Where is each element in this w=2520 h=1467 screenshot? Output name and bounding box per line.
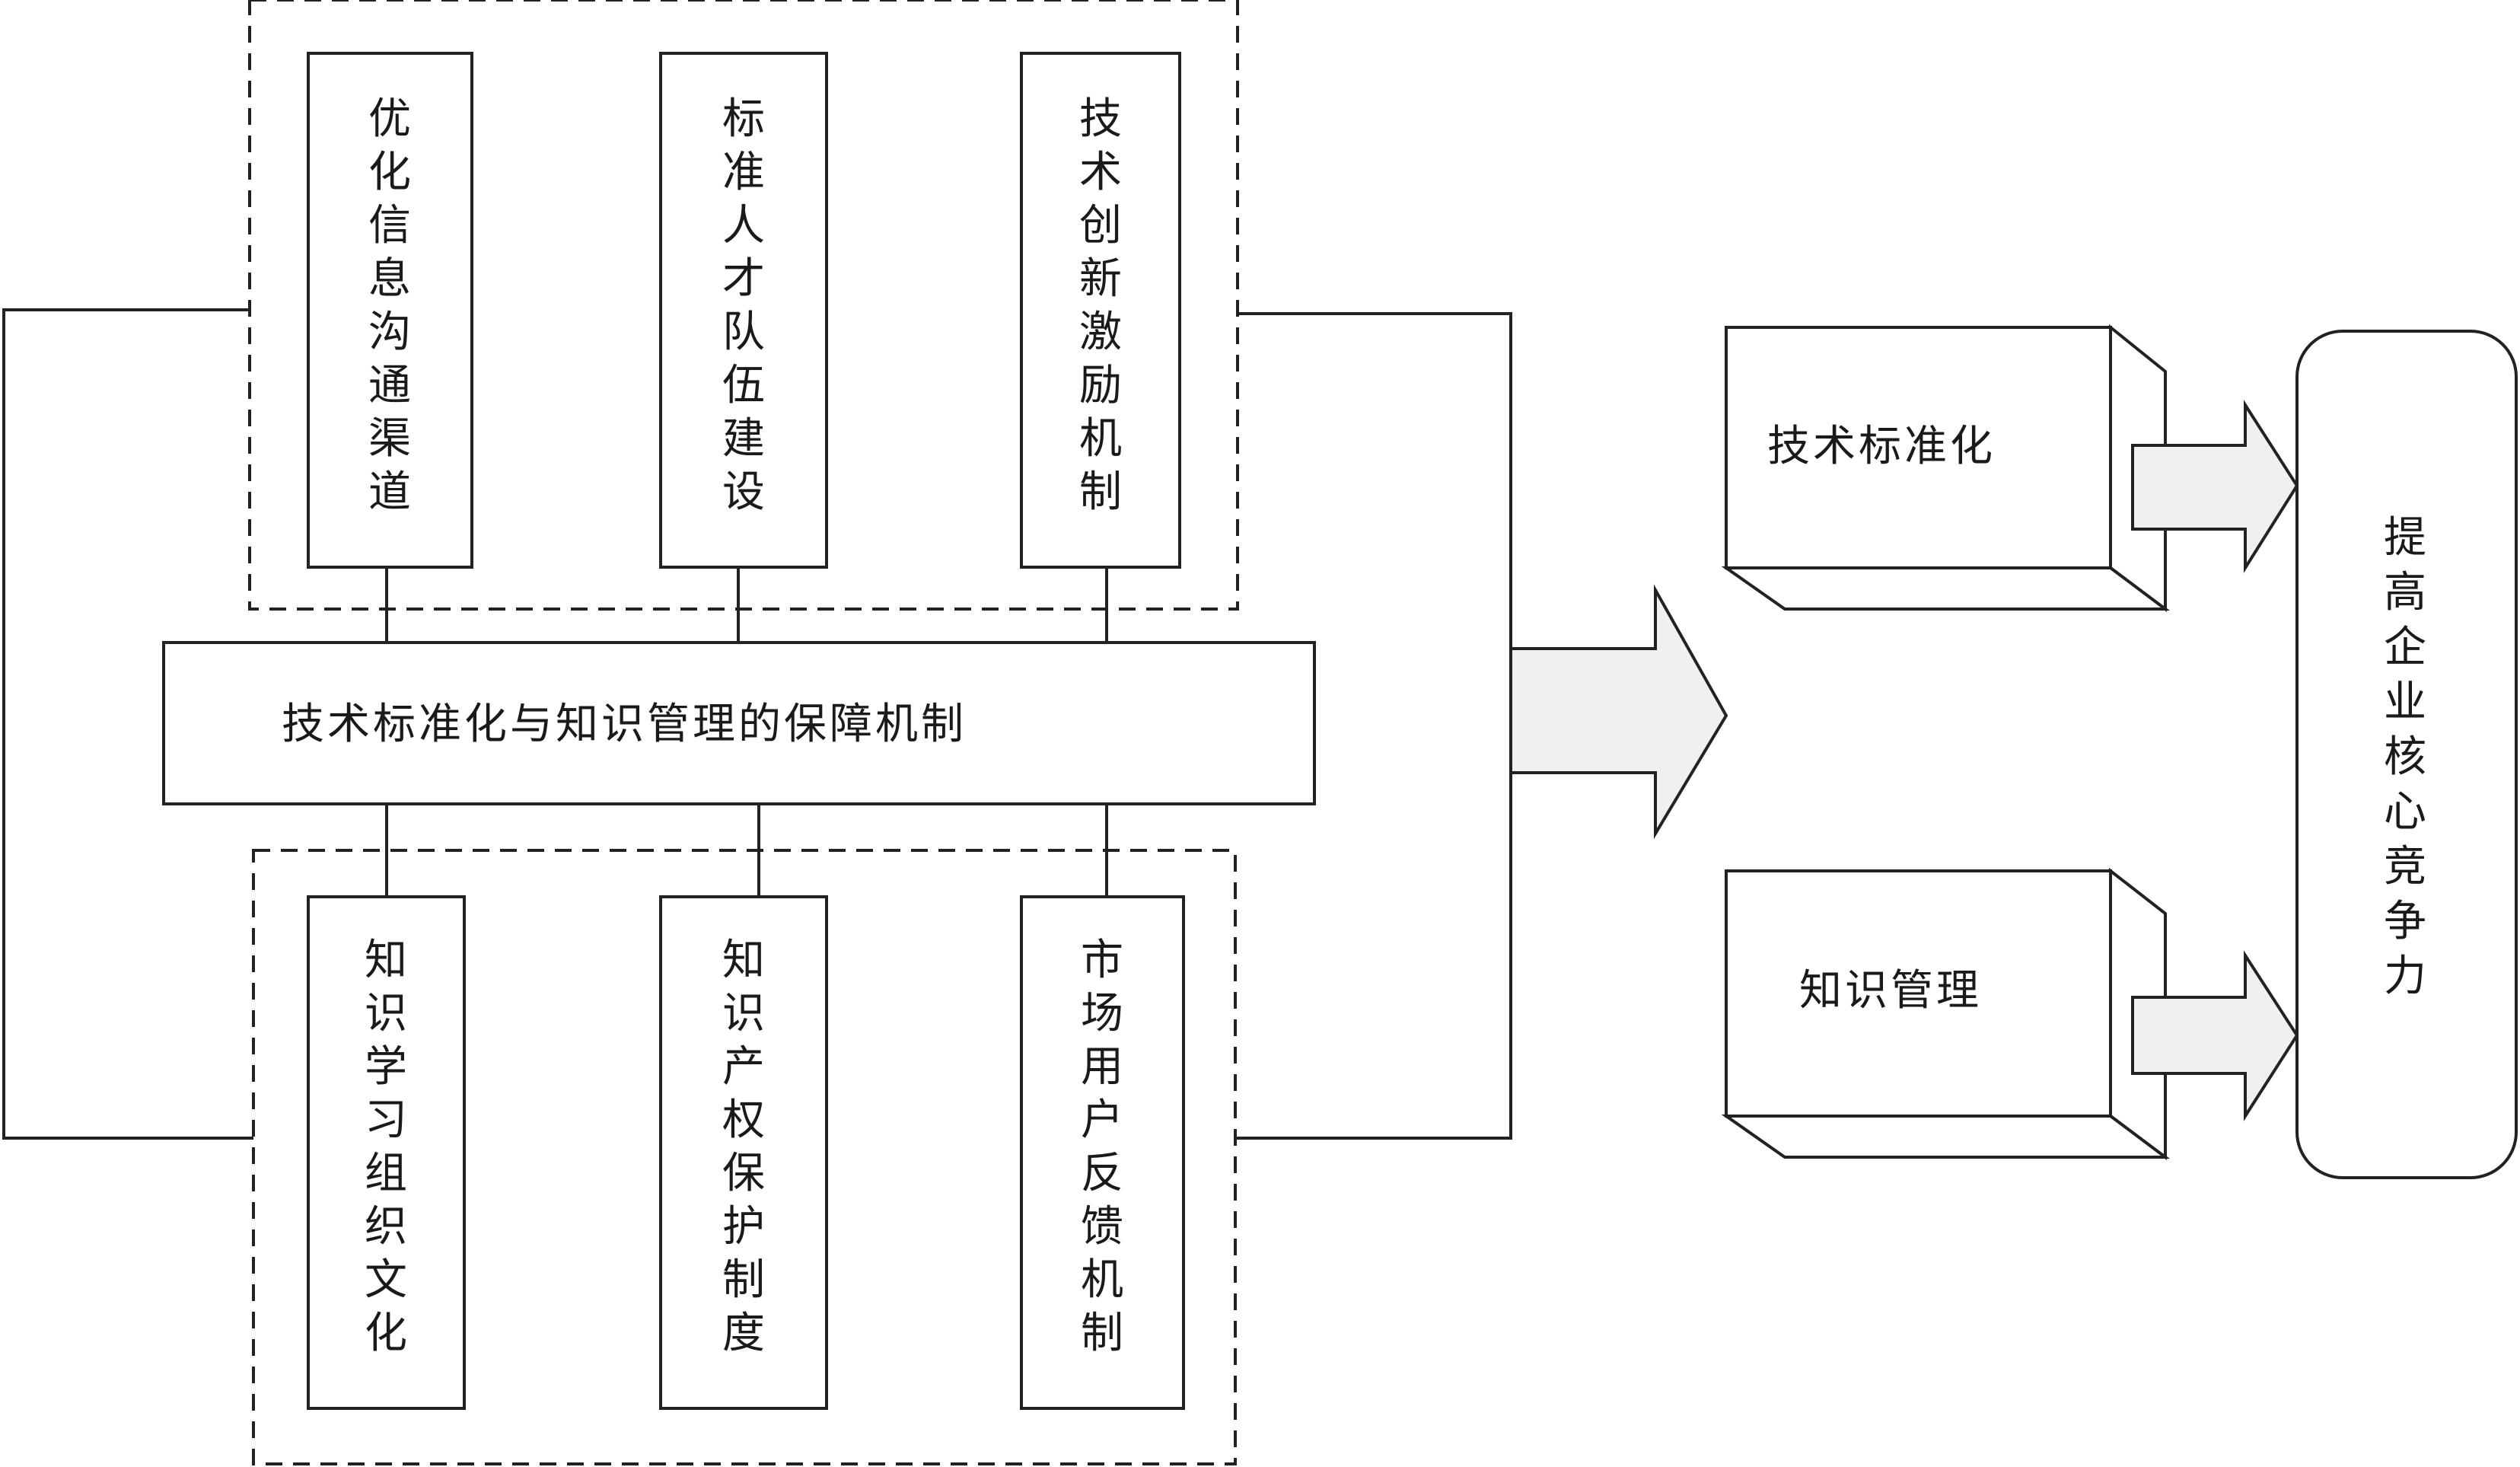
right-box-1-label: 技术标准化 bbox=[1767, 422, 1996, 471]
bottom-box-2 bbox=[659, 895, 828, 1410]
right-box-2-label: 知识管理 bbox=[1799, 966, 1982, 1016]
bottom-group-dashed-border bbox=[252, 849, 1237, 1465]
right-box-1-bottom bbox=[1721, 566, 2170, 611]
bottom-box-3 bbox=[1020, 895, 1185, 1410]
right-box-2 bbox=[1725, 869, 2112, 1118]
bottom-box-1 bbox=[307, 895, 466, 1410]
left-loop-line bbox=[2, 308, 253, 1140]
top-box-1-label: 优化信息沟通渠道 bbox=[368, 94, 411, 517]
right-box-1 bbox=[1725, 326, 2112, 569]
bottom-box-3-label: 市场用户反馈机制 bbox=[1081, 936, 1123, 1358]
top-box-3-label: 技术创新激励机制 bbox=[1079, 94, 1122, 517]
center-box bbox=[162, 641, 1316, 805]
right-box-2-bottom bbox=[1721, 1115, 2170, 1159]
top-box-2-label: 标准人才队伍建设 bbox=[722, 94, 765, 517]
top-box-2 bbox=[659, 52, 828, 569]
goal-box-label: 提高企业核心竞争力 bbox=[2384, 513, 2426, 1001]
big-arrow-right bbox=[1509, 584, 1728, 840]
top-box-1 bbox=[307, 52, 473, 569]
top-group-dashed-border bbox=[248, 0, 1239, 611]
bottom-box-2-label: 知识产权保护制度 bbox=[722, 936, 765, 1358]
center-box-label: 技术标准化与知识管理的保障机制 bbox=[282, 700, 967, 749]
arrow-right-1 bbox=[2131, 400, 2299, 573]
arrow-right-2 bbox=[2131, 950, 2299, 1121]
bottom-box-1-label: 知识学习组织文化 bbox=[365, 936, 407, 1358]
goal-box bbox=[2295, 330, 2518, 1179]
top-box-3 bbox=[1020, 52, 1181, 569]
